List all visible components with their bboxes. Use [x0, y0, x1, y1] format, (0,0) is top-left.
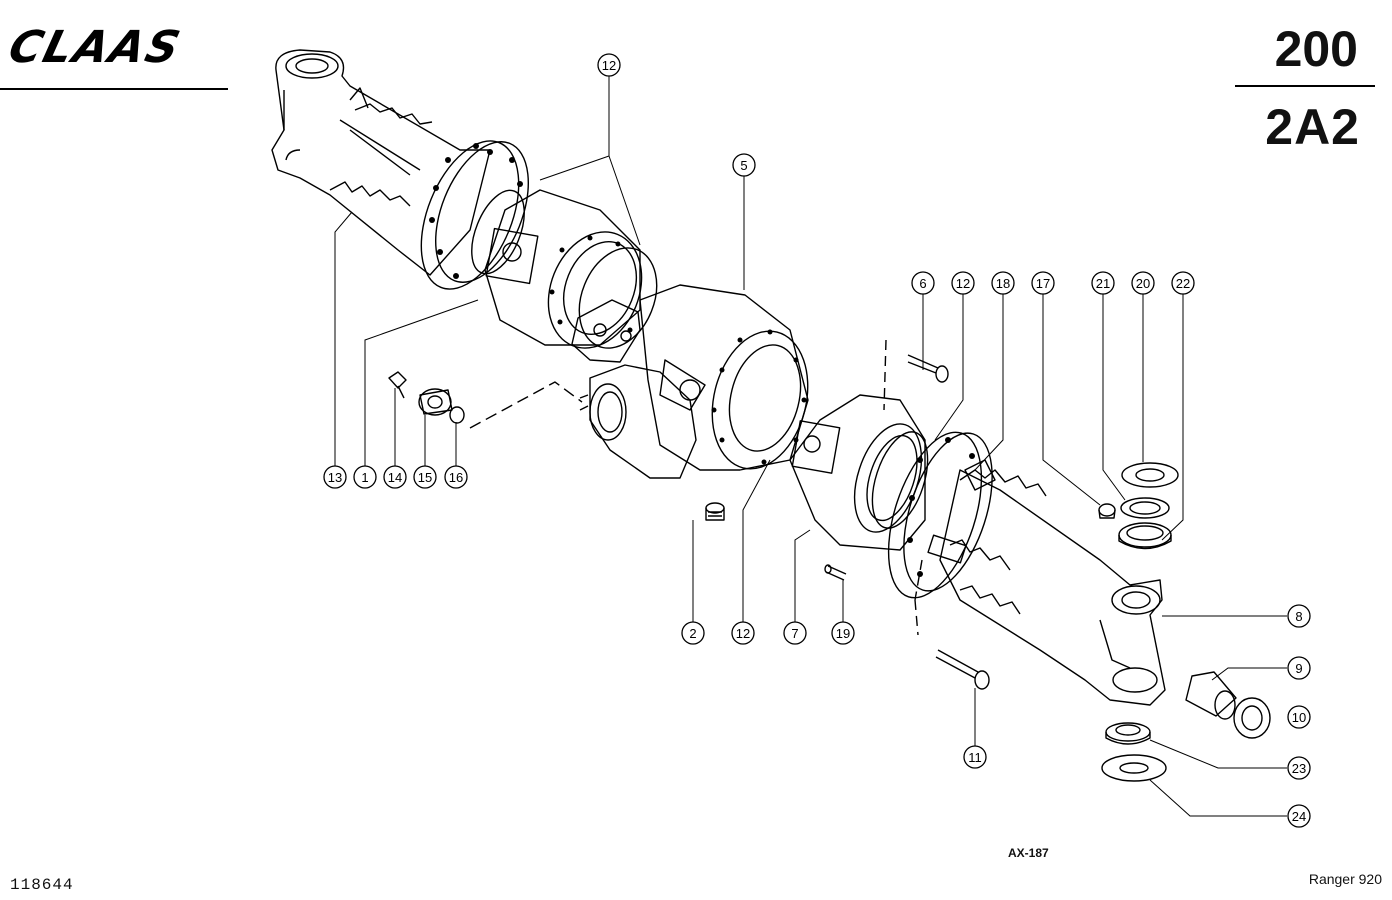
bolt-11	[935, 649, 990, 690]
svg-text:1: 1	[361, 470, 368, 485]
callout-17: 17	[1031, 271, 1055, 295]
callout-8: 8	[1287, 604, 1311, 628]
bushing-9	[1185, 671, 1237, 720]
section-number: 200	[1274, 21, 1358, 77]
svg-text:6: 6	[919, 276, 926, 291]
model-name: Ranger 920	[1308, 871, 1382, 887]
svg-text:15: 15	[418, 470, 432, 485]
header-rule-left	[0, 88, 228, 90]
svg-text:8: 8	[1295, 609, 1302, 624]
svg-text:16: 16	[449, 470, 463, 485]
bearing-23	[1105, 722, 1151, 745]
callout-12-right: 12	[951, 271, 975, 295]
mounting-bracket	[571, 299, 641, 363]
plug-16	[449, 406, 465, 424]
washer-24	[1101, 754, 1167, 782]
callout-group: 12 5 6 12 18 17 21 20 22 13 1 14 15 16 2…	[323, 53, 1311, 828]
callout-6: 6	[911, 271, 935, 295]
callout-5: 5	[732, 153, 756, 177]
callout-13: 13	[323, 465, 347, 489]
svg-text:14: 14	[388, 470, 402, 485]
callout-9: 9	[1287, 656, 1311, 680]
section-code: 2A2	[1265, 99, 1360, 155]
leader-lines	[334, 76, 1287, 817]
callout-19: 19	[831, 621, 855, 645]
bolt-6	[907, 354, 949, 383]
left-carrier-housing	[484, 189, 658, 349]
header-rule-right	[1235, 85, 1375, 87]
right-carrier-housing	[789, 394, 926, 551]
sensor-14	[388, 371, 407, 399]
callout-11: 11	[963, 745, 987, 769]
svg-text:12: 12	[736, 626, 750, 641]
right-axle-housing	[927, 459, 1166, 706]
left-flange	[420, 140, 530, 290]
callout-24: 24	[1287, 804, 1311, 828]
callout-20: 20	[1131, 271, 1155, 295]
pin-19	[824, 564, 847, 581]
callout-2: 2	[681, 621, 705, 645]
svg-text:10: 10	[1292, 710, 1306, 725]
plug-17	[1098, 503, 1116, 519]
seal-10	[1233, 697, 1271, 739]
seal-21	[1120, 497, 1170, 519]
sender-15	[418, 388, 453, 416]
svg-text:13: 13	[328, 470, 342, 485]
svg-text:21: 21	[1096, 276, 1110, 291]
document-number: 118644	[10, 876, 74, 894]
callout-12-lower: 12	[731, 621, 755, 645]
callout-15: 15	[413, 465, 437, 489]
svg-text:9: 9	[1295, 661, 1302, 676]
drawing-reference: AX-187	[1008, 846, 1049, 860]
svg-text:23: 23	[1292, 761, 1306, 776]
svg-text:2: 2	[689, 626, 696, 641]
center-differential-housing	[639, 284, 809, 471]
callout-21: 21	[1091, 271, 1115, 295]
callout-14: 14	[383, 465, 407, 489]
svg-text:19: 19	[836, 626, 850, 641]
svg-text:20: 20	[1136, 276, 1150, 291]
right-flange	[887, 431, 993, 599]
callout-18: 18	[991, 271, 1015, 295]
svg-text:12: 12	[956, 276, 970, 291]
pinion-housing	[579, 364, 697, 479]
svg-text:24: 24	[1292, 809, 1306, 824]
callout-10: 10	[1287, 705, 1311, 729]
callout-1: 1	[353, 465, 377, 489]
svg-text:12: 12	[602, 58, 616, 73]
svg-text:22: 22	[1176, 276, 1190, 291]
assembly-line-bolts	[883, 339, 923, 636]
callout-22: 22	[1171, 271, 1195, 295]
svg-text:17: 17	[1036, 276, 1050, 291]
ring-gear-right	[871, 431, 929, 529]
assembly-line-sensor	[469, 381, 583, 429]
svg-text:11: 11	[968, 750, 982, 765]
left-axle-housing	[271, 49, 491, 276]
callout-23: 23	[1287, 756, 1311, 780]
callout-12-top: 12	[597, 53, 621, 77]
washer-20	[1121, 462, 1179, 488]
callout-7: 7	[783, 621, 807, 645]
svg-text:7: 7	[791, 626, 798, 641]
plug-2	[705, 502, 725, 521]
svg-text:5: 5	[740, 158, 747, 173]
svg-text:18: 18	[996, 276, 1010, 291]
callout-16: 16	[444, 465, 468, 489]
bearing-22	[1118, 522, 1172, 550]
